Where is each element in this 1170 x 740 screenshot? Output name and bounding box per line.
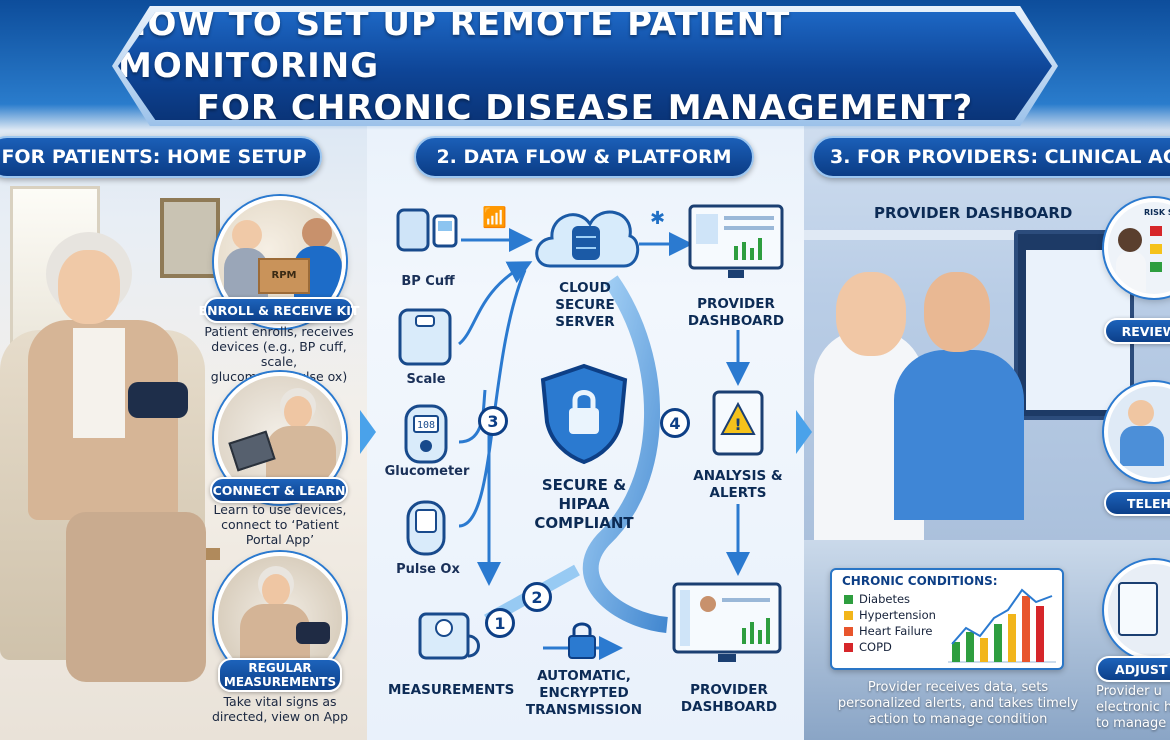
step-badge-2: 2 — [522, 582, 552, 612]
device-label-scale: Scale — [406, 372, 446, 387]
step-enroll-label: ENROLL & RECEIVE KIT — [198, 302, 360, 318]
condition-item: Hypertension — [844, 608, 936, 622]
step-connect-desc: Learn to use devices, connect to ‘Patien… — [213, 502, 347, 547]
step-measure-label: REGULAR MEASUREMENTS — [223, 661, 337, 689]
arrow-pulseox-to-cloud — [458, 269, 527, 528]
provider-dashboard-bottom-label: PROVIDER DASHBOARD — [680, 682, 778, 715]
lock-icon — [568, 622, 596, 659]
transmission-label: AUTOMATIC, ENCRYPTED TRANSMISSION — [525, 668, 643, 718]
bp-cuff-on-arm — [128, 382, 188, 418]
cloud-server-label: CLOUD SECURE SERVER — [555, 280, 615, 330]
device-label-glucometer: Glucometer — [384, 464, 470, 479]
device-label-pulse-ox: Pulse Ox — [396, 562, 460, 577]
title-line-2: FOR CHRONIC DISEASE MANAGEMENT? — [196, 88, 974, 128]
provider-action-desc: Provider receives data, sets personalize… — [837, 680, 1079, 727]
shield-lock-icon — [540, 363, 628, 465]
section-patients-label: FOR PATIENTS: HOME SETUP — [1, 146, 307, 168]
provider-dashboard-monitor-icon — [688, 204, 784, 278]
analysis-alerts-label: ANALYSIS & ALERTS — [693, 468, 783, 501]
cloud-server-icon — [535, 210, 640, 268]
measurement-device-icon — [418, 612, 480, 660]
alert-tablet-icon: ! — [712, 390, 764, 456]
chevron-right-icon — [360, 410, 376, 454]
scale-icon — [398, 308, 452, 366]
arrow-scale-to-cloud — [458, 261, 533, 346]
conditions-mini-chart — [948, 588, 1056, 663]
step-enroll-pill: ENROLL & RECEIVE KIT — [199, 297, 359, 323]
chronic-conditions-card: CHRONIC CONDITIONS: Diabetes Hypertensio… — [830, 568, 1064, 670]
nurse-figure — [894, 350, 1024, 520]
adjust-care-desc: Provider u electronic h to manage — [1096, 684, 1170, 731]
pulse-ox-icon — [406, 500, 446, 556]
cuff-icon — [296, 622, 330, 644]
step-connect-pill: CONNECT & LEARN — [210, 477, 348, 503]
bluetooth-icon: ✱ — [650, 208, 666, 229]
title-line-1: HOW TO SET UP REMOTE PATIENT MONITORING — [118, 4, 791, 86]
measurements-label: MEASUREMENTS — [388, 682, 515, 698]
condition-item: Heart Failure — [844, 624, 933, 638]
signal-tower-icon: 📶 — [482, 205, 507, 229]
chevron-right-icon — [796, 410, 812, 454]
conditions-title: CHRONIC CONDITIONS: — [842, 574, 998, 588]
section-platform-label: 2. DATA FLOW & PLATFORM — [436, 146, 732, 168]
title-banner: HOW TO SET UP REMOTE PATIENT MONITORING … — [118, 12, 1052, 120]
condition-item: Diabetes — [844, 592, 910, 606]
glucometer-icon: 108 — [404, 404, 448, 464]
secure-hipaa-label: SECURE & HIPAA COMPLIANT — [534, 476, 634, 532]
glucometer-reading: 108 — [417, 420, 435, 431]
step-badge-3: 3 — [478, 406, 508, 436]
rpm-box: RPM — [258, 258, 310, 294]
section-platform-pill: 2. DATA FLOW & PLATFORM — [414, 136, 754, 178]
wall-picture — [160, 198, 220, 278]
elderly-patient-figure — [28, 232, 206, 702]
data-band-cloud-to-dashboard — [582, 275, 669, 633]
condition-item: COPD — [844, 640, 892, 654]
step-badge-1: 1 — [485, 608, 515, 638]
step-measure-desc: Take vital signs as directed, view on Ap… — [211, 694, 349, 724]
review-pill: REVIEW — [1104, 318, 1170, 344]
adjust-care-pill: ADJUST C — [1096, 656, 1170, 682]
section-providers-pill: 3. FOR PROVIDERS: CLINICAL AC — [812, 136, 1170, 178]
section-patients-pill: FOR PATIENTS: HOME SETUP — [0, 136, 322, 178]
telehealth-pill: TELEH — [1104, 490, 1170, 516]
step-measure-pill: REGULAR MEASUREMENTS — [218, 658, 342, 692]
step-badge-4: 4 — [660, 408, 690, 438]
device-label-bp: BP Cuff — [401, 274, 455, 289]
step-connect-label: CONNECT & LEARN — [212, 482, 346, 498]
section-providers-label: 3. FOR PROVIDERS: CLINICAL AC — [830, 146, 1170, 168]
provider-dashboard-top-label: PROVIDER DASHBOARD — [687, 296, 785, 329]
bp-cuff-icon — [396, 208, 458, 252]
provider-dashboard-bottom-icon — [672, 582, 782, 662]
provider-dashboard-heading: PROVIDER DASHBOARD — [874, 204, 1073, 222]
svg-text:!: ! — [734, 415, 741, 434]
